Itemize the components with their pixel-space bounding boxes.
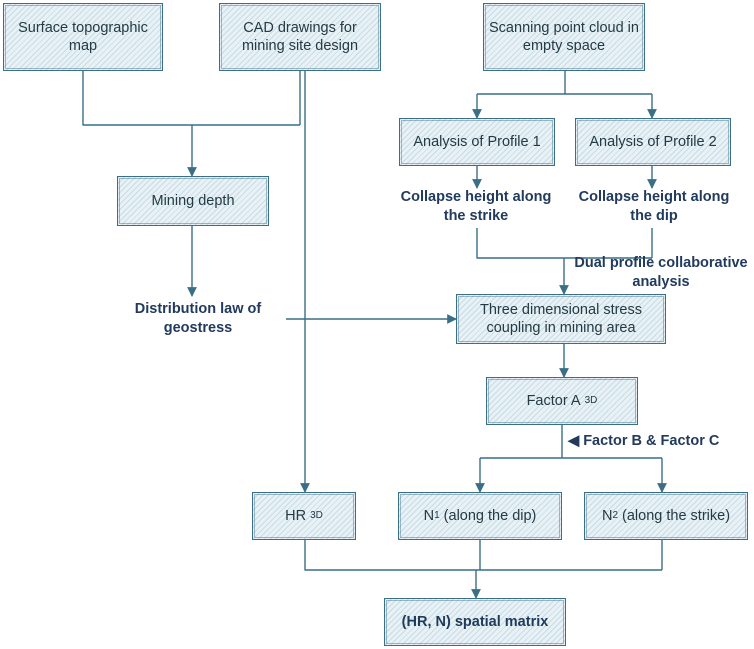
- label-factor-b-c-text: Factor B & Factor C: [583, 433, 720, 449]
- label-geostress-distribution: Distribution law of geostress: [112, 300, 284, 338]
- node-surface-topographic-map-label: Surface topographic map: [18, 19, 148, 54]
- label-geostress-distribution-text: Distribution law of geostress: [134, 301, 262, 336]
- node-3d-stress-coupling-label: Three dimensional stress coupling in min…: [480, 301, 642, 336]
- label-dual-profile-analysis-text: Dual profile collaborative analysis: [574, 255, 748, 290]
- node-hr-n-spatial-matrix-label: (HR, N) spatial matrix: [401, 613, 549, 630]
- node-n1-description: (along the dip): [439, 507, 537, 524]
- node-3d-stress-coupling: Three dimensional stress coupling in min…: [456, 294, 666, 344]
- node-n1-label: N: [423, 507, 435, 524]
- node-n2-label: N: [601, 507, 613, 524]
- node-analysis-profile-2-label: Analysis of Profile 2: [589, 133, 717, 150]
- label-factor-b-c: ◀ Factor B & Factor C: [568, 432, 748, 451]
- arrow-left-icon: ◀: [568, 433, 580, 449]
- node-analysis-profile-1-label: Analysis of Profile 1: [413, 133, 541, 150]
- node-factor-a-label: Factor A: [526, 392, 581, 409]
- node-analysis-profile-2: Analysis of Profile 2: [575, 118, 731, 166]
- node-mining-depth-label: Mining depth: [151, 192, 235, 209]
- connector-collapse-strike-down: [476, 228, 652, 259]
- node-scanning-point-cloud-label: Scanning point cloud in empty space: [489, 19, 639, 54]
- node-n2-description: (along the strike): [618, 507, 731, 524]
- label-dual-profile-analysis: Dual profile collaborative analysis: [566, 254, 754, 292]
- node-cad-drawings-label: CAD drawings for mining site design: [241, 19, 359, 54]
- node-factor-a-3d: Factor A 3D: [486, 377, 638, 425]
- node-hr-3d: HR 3D: [252, 492, 356, 540]
- label-collapse-height-dip-text: Collapse height along the dip: [578, 189, 730, 224]
- node-hr-n-spatial-matrix: (HR, N) spatial matrix: [384, 598, 566, 646]
- connector-surface-map-down: [82, 71, 300, 126]
- label-collapse-height-strike: Collapse height along the strike: [396, 188, 556, 226]
- connector-hr-down: [304, 540, 662, 571]
- node-analysis-profile-1: Analysis of Profile 1: [399, 118, 555, 166]
- node-scanning-point-cloud: Scanning point cloud in empty space: [483, 3, 645, 71]
- label-collapse-height-dip: Collapse height along the dip: [574, 188, 734, 226]
- node-cad-drawings: CAD drawings for mining site design: [219, 3, 381, 71]
- label-collapse-height-strike-text: Collapse height along the strike: [400, 189, 552, 224]
- node-surface-topographic-map: Surface topographic map: [3, 3, 163, 71]
- node-hr-label: HR: [285, 507, 307, 524]
- node-mining-depth: Mining depth: [117, 176, 269, 226]
